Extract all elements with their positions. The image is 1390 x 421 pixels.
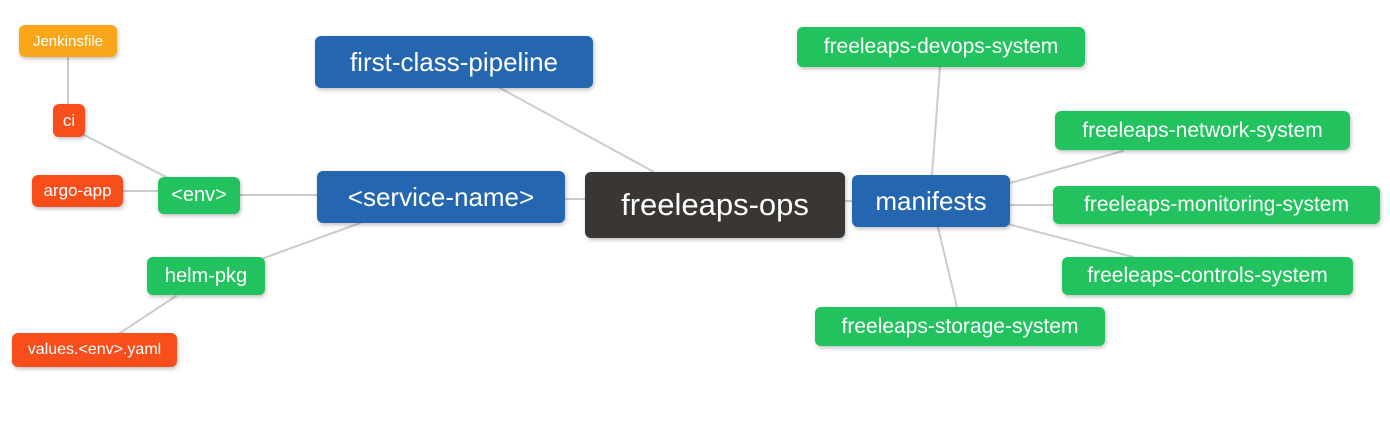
- edge-manifests-storage-system: [937, 226, 958, 308]
- node-service-name[interactable]: <service-name>: [317, 171, 565, 223]
- node-values-env-yaml[interactable]: values.<env>.yaml: [12, 333, 177, 367]
- edge-ci-env: [83, 134, 173, 181]
- node-helm-pkg[interactable]: helm-pkg: [147, 257, 265, 295]
- node-monitoring-system[interactable]: freeleaps-monitoring-system: [1053, 186, 1380, 224]
- node-storage-system[interactable]: freeleaps-storage-system: [815, 307, 1105, 346]
- node-freeleaps-ops[interactable]: freeleaps-ops: [585, 172, 845, 238]
- node-controls-system[interactable]: freeleaps-controls-system: [1062, 257, 1353, 295]
- node-argo-app[interactable]: argo-app: [32, 175, 123, 207]
- node-network-system[interactable]: freeleaps-network-system: [1055, 111, 1350, 150]
- edge-values-helm-pkg: [119, 295, 177, 334]
- edge-pipeline-ops: [499, 87, 655, 173]
- node-ci[interactable]: ci: [53, 104, 85, 137]
- edge-manifests-network-system: [1009, 150, 1124, 184]
- edge-manifests-controls-system: [1007, 223, 1134, 258]
- node-env[interactable]: <env>: [158, 177, 240, 214]
- edge-helm-pkg-service-name: [263, 222, 361, 259]
- edge-manifests-devops-system: [931, 66, 941, 176]
- node-devops-system[interactable]: freeleaps-devops-system: [797, 27, 1085, 67]
- node-jenkinsfile[interactable]: Jenkinsfile: [19, 25, 117, 57]
- node-manifests[interactable]: manifests: [852, 175, 1010, 227]
- node-first-class-pipeline[interactable]: first-class-pipeline: [315, 36, 593, 88]
